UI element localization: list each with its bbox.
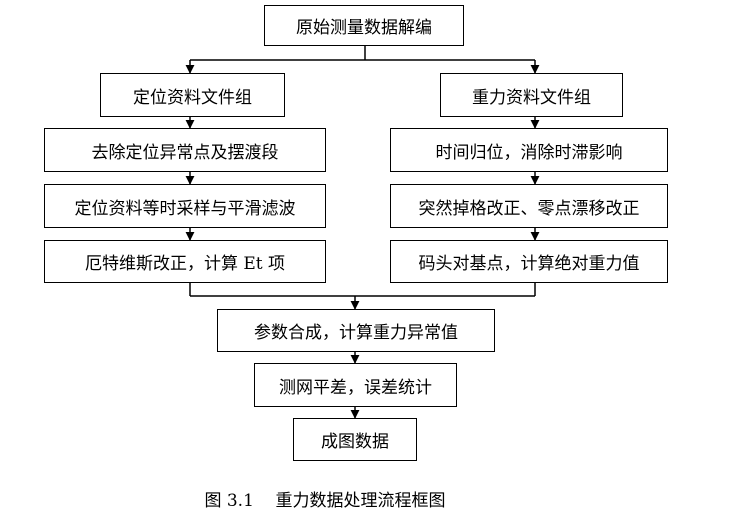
node-root: 原始测量数据解编 [264, 5, 464, 46]
node-left-3: 厄特维斯改正，计算 Et 项 [44, 240, 326, 283]
node-right-group: 重力资料文件组 [440, 73, 623, 117]
figure-caption: 图 3.1 重力数据处理流程框图 [0, 486, 650, 511]
node-right-2: 突然掉格改正、零点漂移改正 [390, 184, 668, 228]
node-merge: 参数合成，计算重力异常值 [217, 309, 495, 352]
node-right-3: 码头对基点，计算绝对重力值 [390, 240, 668, 283]
node-left-1: 去除定位异常点及摆渡段 [44, 128, 326, 172]
node-result: 成图数据 [293, 418, 417, 461]
node-left-2: 定位资料等时采样与平滑滤波 [44, 184, 326, 228]
node-left-group: 定位资料文件组 [100, 73, 285, 117]
figure-number: 图 3.1 [204, 491, 254, 511]
node-adjust: 测网平差，误差统计 [254, 363, 457, 407]
figure-title: 重力数据处理流程框图 [275, 491, 446, 511]
node-right-1: 时间归位，消除时滞影响 [390, 128, 668, 172]
